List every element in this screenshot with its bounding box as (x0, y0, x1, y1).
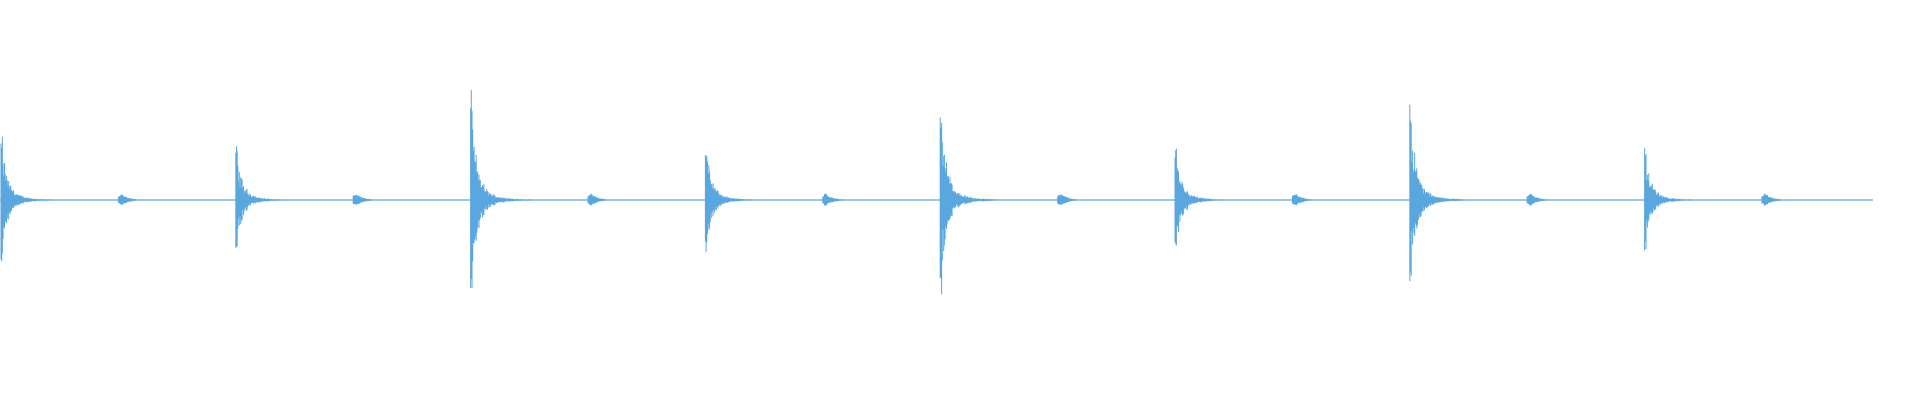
waveform-transient (1174, 148, 1235, 246)
waveform-ghost-note (1057, 194, 1084, 205)
ghost-peak-1 (117, 194, 145, 205)
waveform-transient (704, 155, 766, 252)
transient-peak-0 (0, 136, 61, 262)
transient-peak-2 (235, 146, 296, 249)
transient-peak-4 (470, 90, 531, 288)
transient-peak-8 (939, 117, 1001, 295)
waveform-transient (1644, 148, 1705, 251)
transient-peak-10 (1174, 148, 1235, 246)
waveform-ghost-note (1761, 193, 1789, 206)
waveform-transient (235, 146, 296, 249)
transient-peak-14 (1644, 148, 1705, 251)
ghost-peak-5 (587, 193, 615, 206)
waveform-ghost-note (1291, 194, 1319, 206)
ghost-peak-7 (822, 193, 849, 206)
ghost-peak-13 (1526, 193, 1554, 206)
waveform-ghost-note (352, 195, 380, 205)
waveform-transient (0, 136, 61, 262)
ghost-peak-11 (1291, 194, 1319, 206)
ghost-peak-15 (1761, 193, 1789, 206)
waveform-transient (939, 117, 1001, 295)
waveform-ghost-note (117, 194, 145, 205)
waveform-transient (470, 90, 531, 288)
ghost-peak-3 (352, 195, 380, 205)
ghost-peak-9 (1057, 194, 1084, 205)
waveform-ghost-note (1526, 193, 1554, 206)
waveform-transient (1409, 104, 1470, 282)
waveform-ghost-note (822, 193, 849, 206)
waveform-ghost-note (587, 193, 615, 206)
transient-peak-12 (1409, 104, 1470, 282)
transient-peak-6 (704, 155, 766, 252)
